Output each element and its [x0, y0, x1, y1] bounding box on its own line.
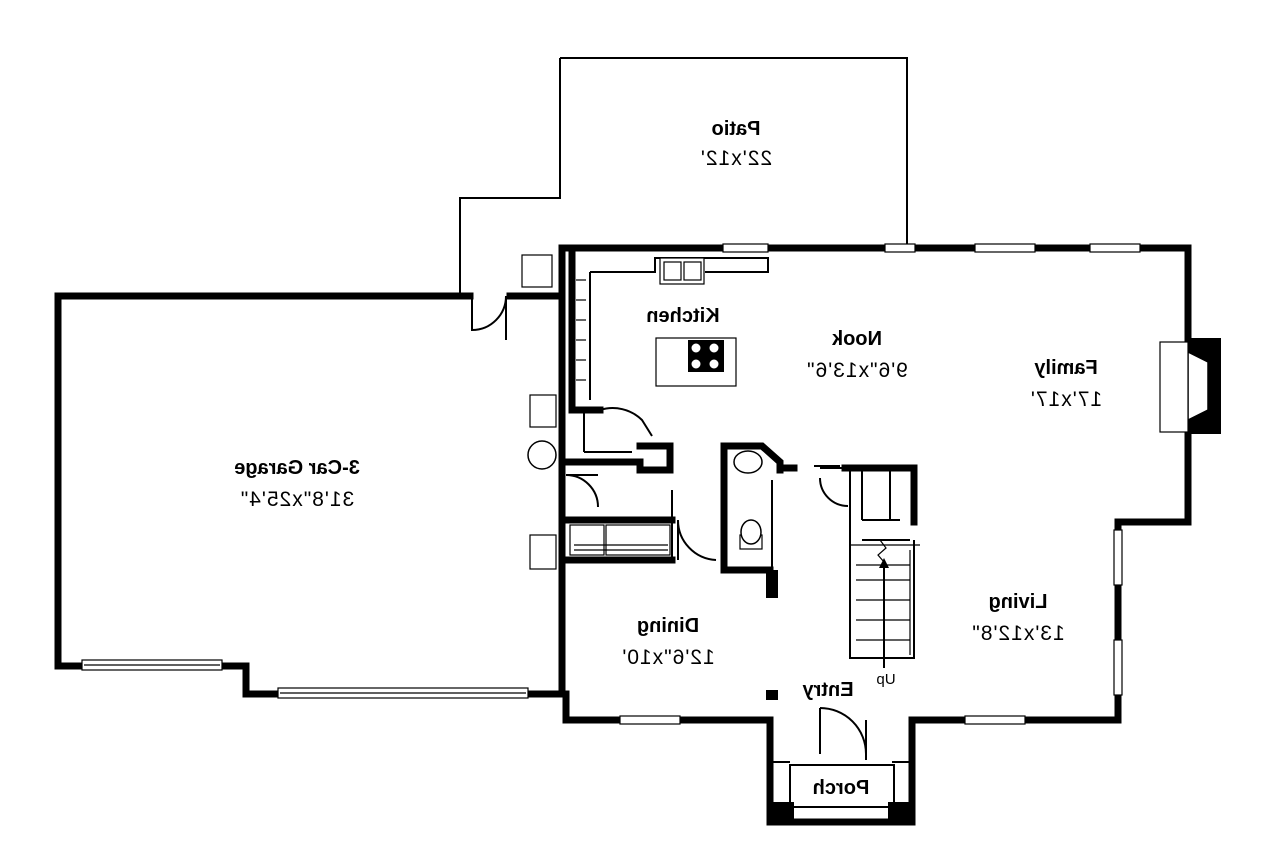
patio-planter	[521, 254, 553, 288]
room-labels: Patio 22'x12' Kitchen Nook 9'6"x13'6" Fa…	[234, 118, 1102, 799]
dining-name: Dining	[637, 615, 699, 637]
laundry	[527, 394, 717, 570]
family-name: Family	[1033, 357, 1097, 379]
patio-outline	[459, 57, 908, 296]
porch-name: Porch	[813, 777, 870, 799]
stair-up-label: Up	[876, 671, 895, 688]
stairs	[819, 464, 920, 668]
entry-name: Entry	[802, 679, 854, 701]
kitchen-fixtures	[562, 246, 769, 474]
nook-name: Nook	[831, 328, 882, 350]
front-door	[766, 690, 867, 760]
patio-name: Patio	[712, 118, 761, 140]
powder-room	[720, 442, 798, 598]
garage-side-door	[471, 295, 507, 332]
fireplace	[1159, 338, 1221, 434]
living-name: Living	[989, 591, 1048, 613]
porch	[766, 736, 916, 826]
family-dims: 17'x17'	[1030, 388, 1102, 411]
nook-dims: 9'6"x13'6"	[806, 359, 908, 382]
living-dims: 13'x12'8"	[971, 622, 1064, 645]
dining-dims: 12'6"x10'	[621, 646, 714, 669]
patio-dims: 22'x12'	[700, 147, 772, 170]
kitchen-name: Kitchen	[646, 305, 719, 327]
house-exterior-walls	[558, 243, 1192, 744]
garage-dims: 31'8"x25'4"	[240, 488, 355, 511]
garage-walls	[54, 292, 566, 699]
garage-name: 3-Car Garage	[234, 457, 360, 479]
